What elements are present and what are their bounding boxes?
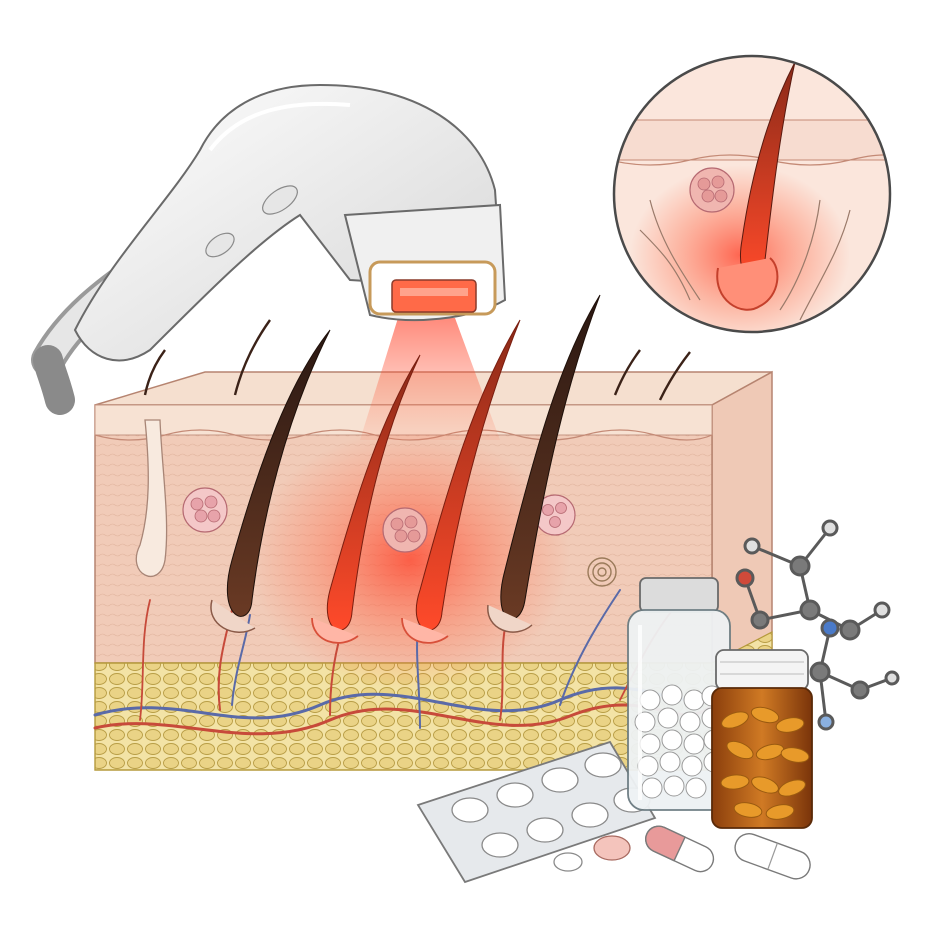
laser-handpiece-icon xyxy=(31,83,507,415)
sebaceous-glands xyxy=(135,419,617,587)
laser-heat-glow xyxy=(250,430,570,690)
pill-bottle-icon xyxy=(711,649,813,829)
capsule-icon xyxy=(645,825,715,873)
treated-hair-follicles xyxy=(311,319,521,644)
loose-pills xyxy=(553,825,811,880)
hair-follicles xyxy=(143,294,691,633)
hair-follicle-icon xyxy=(210,329,331,633)
sebaceous-gland-icon xyxy=(182,487,228,533)
glass-pill-bottle xyxy=(627,577,731,811)
molecule-icon xyxy=(735,519,900,731)
blister-pack-icon xyxy=(416,740,657,884)
magnified-follicle-inset xyxy=(612,54,892,334)
